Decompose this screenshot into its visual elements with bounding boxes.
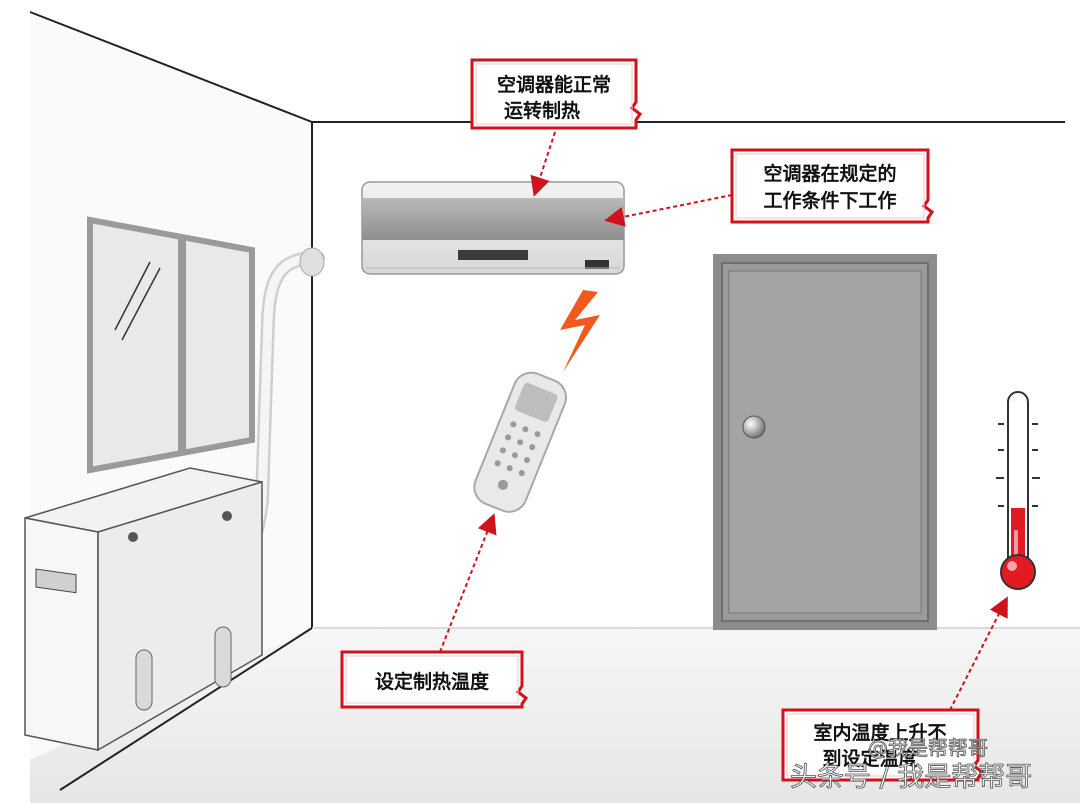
- callout-room-temp-line2: 到设定温度: [822, 747, 918, 770]
- arrow-to-remote: [439, 513, 497, 653]
- window-icon: [87, 216, 255, 474]
- callout-set-temp-text: 设定制热温度: [375, 670, 490, 693]
- callout-set-temp: 设定制热温度: [340, 650, 529, 709]
- callout-room-temp: 室内温度上升不 到设定温度: [781, 708, 985, 782]
- callout-ac-running: 空调器能正常 运转制热: [470, 58, 643, 130]
- arrow-to-ac-side: [604, 194, 733, 227]
- callout-ac-conditions-line1: 空调器在规定的: [763, 162, 896, 185]
- door-knob: [742, 415, 766, 439]
- air-conditioner-icon: [361, 181, 625, 275]
- callout-ac-running-line2: 运转制热: [504, 99, 580, 122]
- callout-ac-running-line1: 空调器能正常: [497, 73, 611, 96]
- arrow-to-ac-top: [530, 131, 556, 197]
- callout-room-temp-line1: 室内温度上升不: [813, 721, 946, 744]
- thermometer-icon: [996, 391, 1040, 590]
- callout-arrows: [439, 131, 1008, 711]
- callout-ac-conditions: 空调器在规定的 工作条件下工作: [730, 148, 935, 224]
- watermark-line1: @我是帮帮哥: [868, 736, 988, 760]
- radiator-icon: [24, 467, 263, 752]
- lightning-signal-icon: [560, 290, 600, 372]
- remote-control-icon: [473, 371, 568, 513]
- watermark: @我是帮帮哥 头条号 / 我是帮帮哥: [790, 736, 1033, 794]
- callout-ac-conditions-line2: 工作条件下工作: [763, 189, 896, 212]
- door-icon: [713, 254, 937, 630]
- watermark-line2: 头条号 / 我是帮帮哥: [790, 762, 1032, 793]
